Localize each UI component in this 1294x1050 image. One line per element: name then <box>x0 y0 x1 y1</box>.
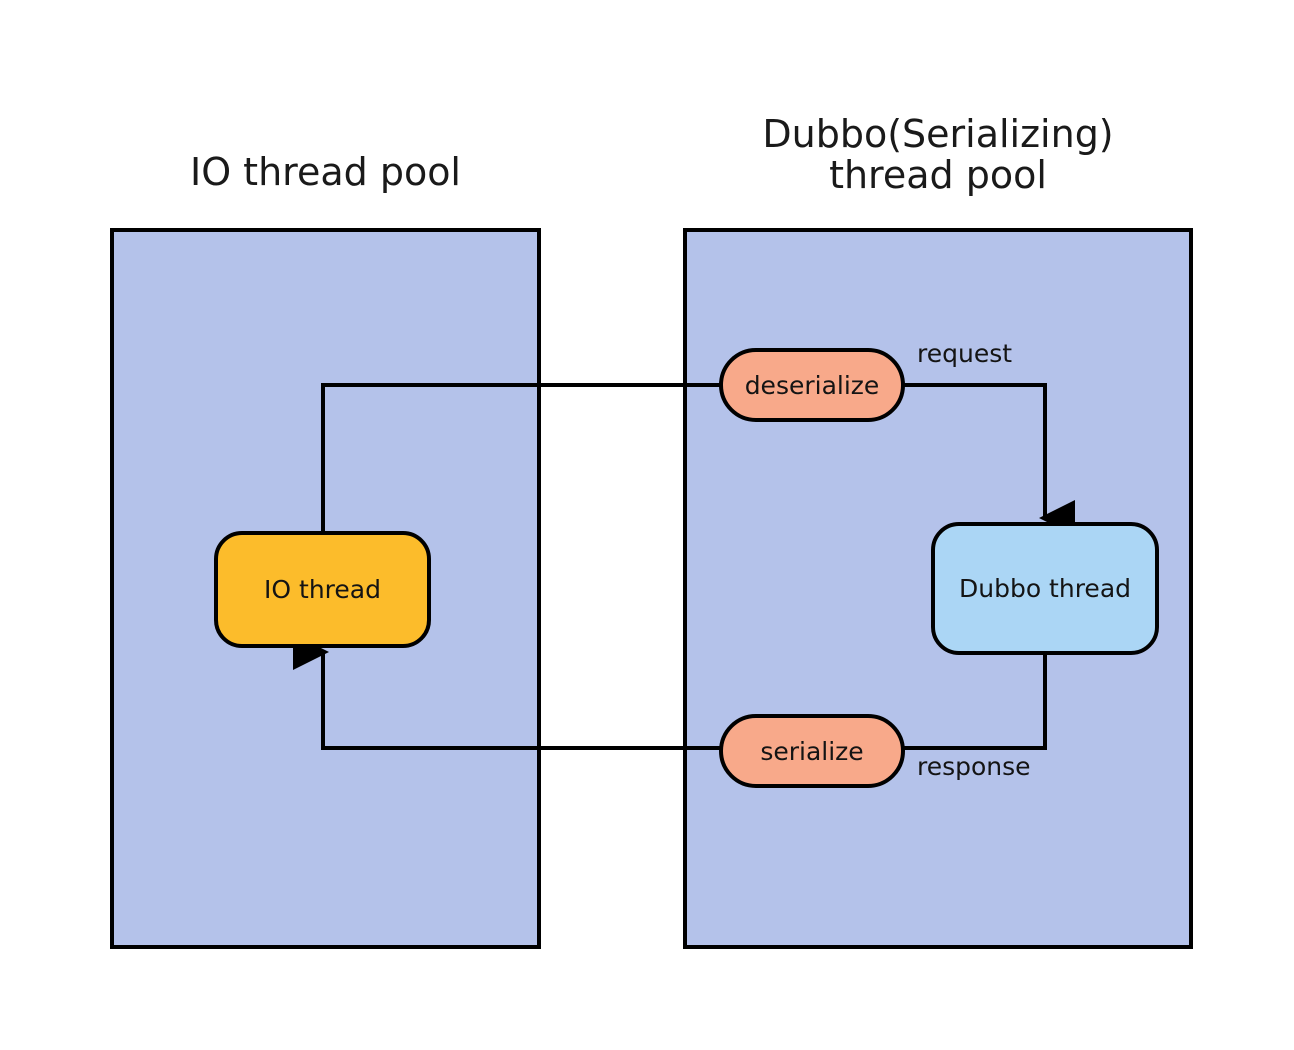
edge-request-label: request <box>917 339 1013 368</box>
node-dubbo-thread[interactable] <box>931 522 1159 655</box>
edge-response-connector <box>903 653 1047 750</box>
edge-response-label: response <box>917 752 1031 781</box>
edge-deserialize-to-io-connector <box>321 383 721 535</box>
node-deserialize[interactable] <box>719 348 905 422</box>
node-io-thread[interactable] <box>214 531 431 648</box>
edge-request-connector <box>903 383 1075 536</box>
edge-serialize-to-io-connector <box>293 634 721 750</box>
io-thread-pool-title: IO thread pool <box>189 150 461 194</box>
dubbo-thread-pool-title: Dubbo(Serializing) thread pool <box>762 112 1114 198</box>
node-serialize[interactable] <box>719 714 905 788</box>
